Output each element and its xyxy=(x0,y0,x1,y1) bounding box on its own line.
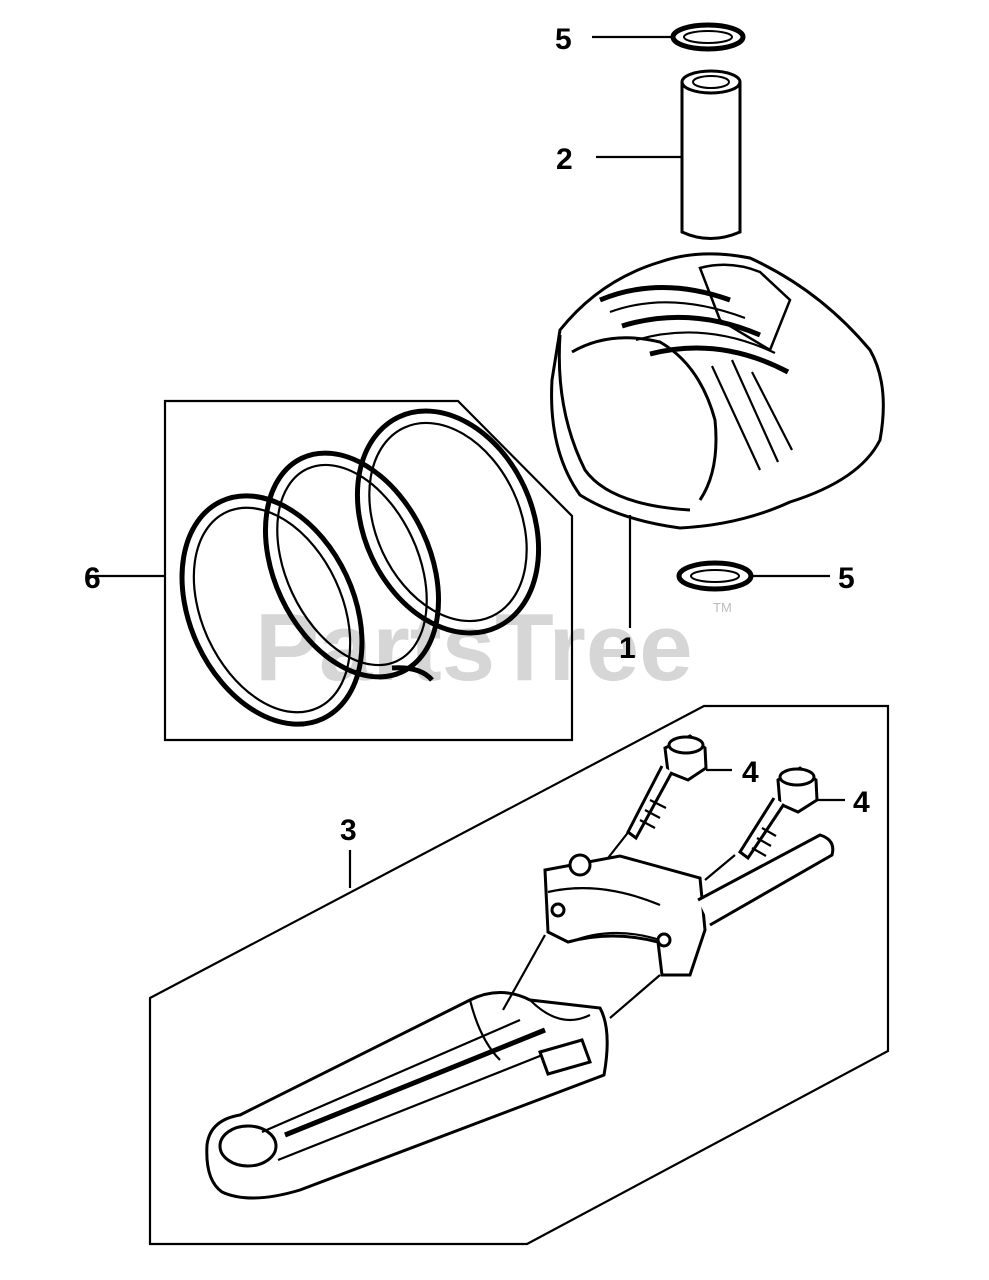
piston[interactable]: 1 xyxy=(550,252,885,665)
callout-piston-pin: 2 xyxy=(556,143,573,176)
watermark: PartsTree TM xyxy=(255,594,732,701)
watermark-trademark: TM xyxy=(713,600,732,615)
callout-piston: 1 xyxy=(619,632,636,665)
piston-pin[interactable]: 2 xyxy=(556,69,742,240)
bolt-right[interactable]: 4 xyxy=(737,766,870,861)
clip-bottom[interactable]: 5 xyxy=(676,560,855,595)
callout-bolt-left: 4 xyxy=(742,756,759,789)
piston-ring-set[interactable]: 6 xyxy=(84,381,574,753)
callout-clip-top: 5 xyxy=(555,23,572,56)
callout-bolt-right: 4 xyxy=(853,786,870,819)
bolt-left[interactable]: 4 xyxy=(626,734,759,841)
connecting-rod[interactable]: 3 xyxy=(148,704,890,1246)
callout-connecting-rod: 3 xyxy=(340,814,357,847)
callout-clip-bottom: 5 xyxy=(838,562,855,595)
clip-top[interactable]: 5 xyxy=(555,22,746,56)
callout-ring-set: 6 xyxy=(84,562,101,595)
watermark-text: PartsTree xyxy=(255,594,693,701)
